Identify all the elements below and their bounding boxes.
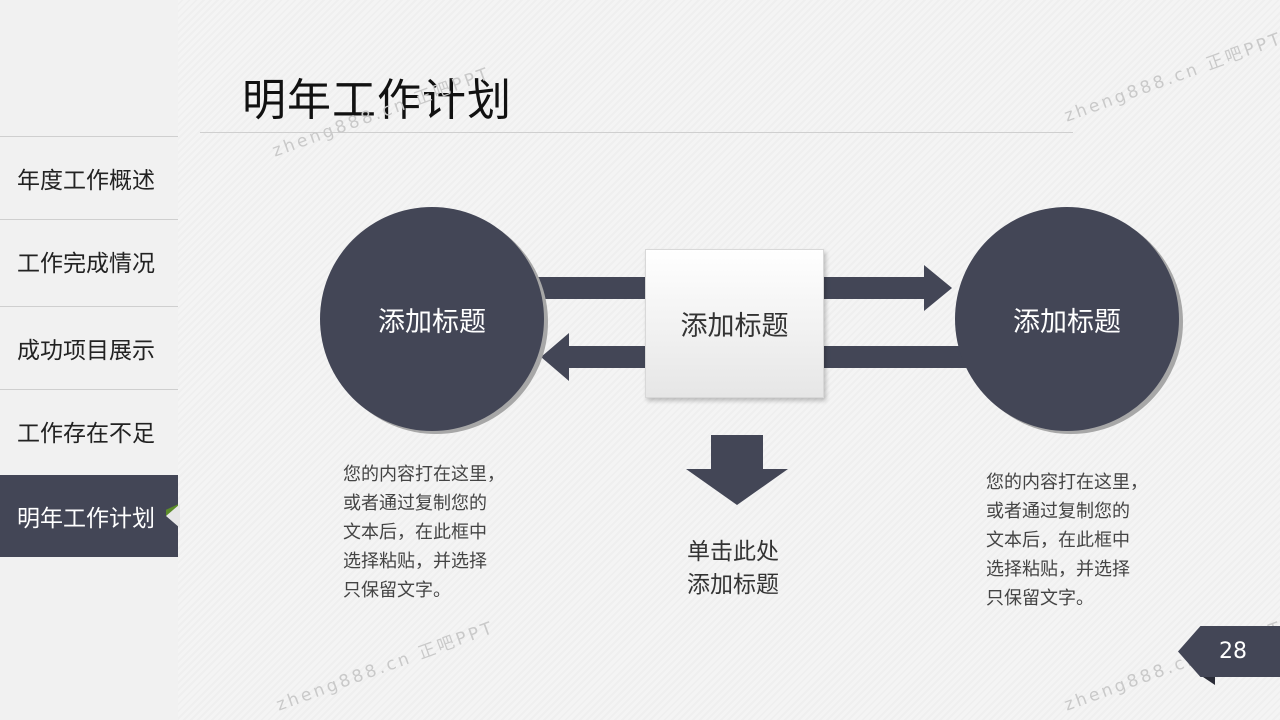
bottom-title-placeholder[interactable]: 单击此处 添加标题 xyxy=(687,539,779,598)
sidebar-nav: 年度工作概述 工作完成情况 成功项目展示 工作存在不足 明年工作计划 xyxy=(0,0,180,720)
arrow-left-to-center-bar xyxy=(532,277,650,299)
sidebar-item-shortcomings[interactable]: 工作存在不足 xyxy=(0,389,178,471)
watermark-text: zheng888.cn 正吧PPT xyxy=(273,617,498,716)
left-description[interactable]: 您的内容打在这里， 或者通过复制您的 文本后，在此框中 选择粘贴，并选择 只保留… xyxy=(343,464,505,601)
sidebar-item-annual-overview[interactable]: 年度工作概述 xyxy=(0,136,178,218)
left-circle-title: 添加标题 xyxy=(378,306,486,338)
center-box[interactable]: 添加标题 xyxy=(645,249,824,398)
arrow-center-to-left-bar xyxy=(567,346,647,368)
watermark-text: zheng888.cn 正吧PPT xyxy=(1061,28,1280,127)
page-title: 明年工作计划 xyxy=(242,75,512,126)
page-number: 28 xyxy=(1219,639,1247,664)
sidebar-item-label: 明年工作计划 xyxy=(17,506,155,532)
arrow-center-to-right-bar xyxy=(820,277,926,299)
page-badge-fold xyxy=(1203,677,1215,685)
title-divider xyxy=(200,132,1073,133)
right-description[interactable]: 您的内容打在这里， 或者通过复制您的 文本后，在此框中 选择粘贴，并选择 只保留… xyxy=(986,472,1148,609)
sidebar-item-project-showcase[interactable]: 成功项目展示 xyxy=(0,306,178,388)
down-arrow-head-icon xyxy=(686,469,788,505)
right-circle-title: 添加标题 xyxy=(1013,306,1121,338)
arrow-right-to-center-bar xyxy=(822,346,967,368)
center-box-title: 添加标题 xyxy=(680,311,789,342)
sidebar-item-label: 年度工作概述 xyxy=(17,167,155,194)
sidebar-item-next-year-plan[interactable]: 明年工作计划 xyxy=(0,475,180,557)
arrow-right-head-icon xyxy=(924,265,952,311)
right-circle[interactable]: 添加标题 xyxy=(955,207,1179,431)
page-number-badge: 28 xyxy=(1178,626,1280,677)
left-circle[interactable]: 添加标题 xyxy=(320,207,544,431)
arrow-left-head-icon xyxy=(541,333,569,381)
sidebar-item-label: 工作存在不足 xyxy=(17,420,155,447)
sidebar-item-work-completion[interactable]: 工作完成情况 xyxy=(0,219,178,301)
active-pointer-icon xyxy=(166,504,180,528)
sidebar-item-label: 工作完成情况 xyxy=(17,250,155,277)
down-arrow-stem xyxy=(711,435,763,469)
sidebar-item-label: 成功项目展示 xyxy=(17,337,155,364)
